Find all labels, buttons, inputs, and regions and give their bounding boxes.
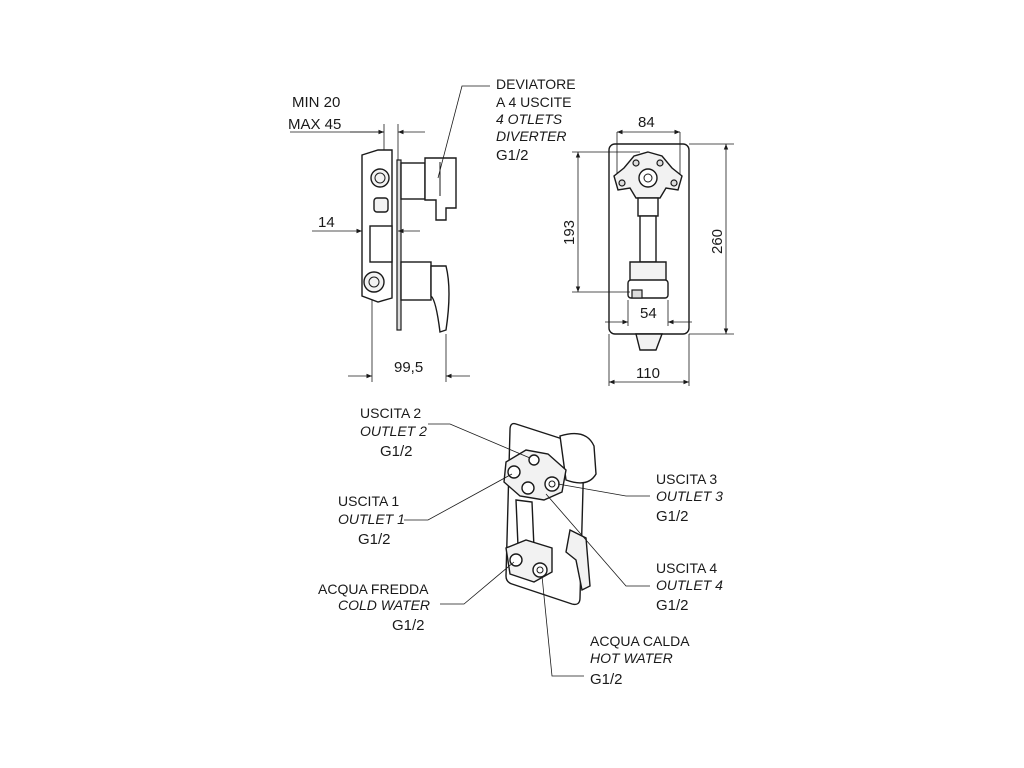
- width-110-label: 110: [636, 365, 660, 382]
- outlet4-thread: G1/2: [656, 597, 689, 614]
- cover-plate-side: [396, 159, 402, 331]
- isometric-view: [503, 422, 597, 606]
- hot-en: HOT WATER: [590, 650, 673, 666]
- outlet4-it: USCITA 4: [656, 560, 717, 576]
- outlet3-thread: G1/2: [656, 508, 689, 525]
- width-54-label: 54: [640, 305, 657, 322]
- outlet3-it: USCITA 3: [656, 471, 717, 487]
- height-193-label: 193: [561, 220, 578, 245]
- lower-port-side: [363, 271, 385, 293]
- outlet2-leader: [428, 423, 531, 459]
- cold-thread: G1/2: [392, 617, 425, 634]
- diverter-leader: [437, 85, 490, 179]
- mixer-sleeve: [400, 261, 432, 301]
- stem-pipe-front: [639, 215, 657, 263]
- outlet1-it: USCITA 1: [338, 493, 399, 509]
- front-view: 84 193 260 54: [561, 114, 734, 386]
- plate-dim-label: 14: [318, 214, 335, 231]
- outlet-dot-front-4: [670, 179, 678, 187]
- hot-water-inner: [536, 566, 544, 574]
- handle-front: [635, 333, 664, 351]
- diverter-center-front: [638, 168, 658, 188]
- outlet4-leader: [545, 493, 650, 587]
- lower-port-inner: [368, 276, 380, 288]
- diverter-thread: G1/2: [496, 147, 529, 164]
- cold-leader: [440, 561, 515, 605]
- side-view: MIN 20 MAX 45 14 99,5: [288, 94, 470, 382]
- outlet3-leader: [557, 483, 650, 497]
- outlet2-thread: G1/2: [380, 443, 413, 460]
- diverter-line4: DIVERTER: [496, 128, 567, 144]
- overall-depth-label: 99,5: [394, 359, 423, 376]
- outlet2-en: OUTLET 2: [360, 423, 427, 439]
- lever-handle-side: [430, 265, 450, 333]
- pipe-section-side: [369, 225, 393, 263]
- upper-port-side: [370, 168, 390, 188]
- outlet1-thread: G1/2: [358, 531, 391, 548]
- outlet-1-port: [507, 465, 521, 479]
- lever-handle-iso: [565, 528, 591, 592]
- mixer-port-front: [631, 289, 643, 299]
- stem-collar-front: [637, 197, 659, 217]
- upper-port-inner: [374, 172, 386, 184]
- depth-max-label: MAX 45: [288, 116, 341, 133]
- outlet2-it: USCITA 2: [360, 405, 421, 421]
- diverter-sleeve: [400, 162, 426, 200]
- diverter-knob-iso: [559, 432, 597, 484]
- cold-en: COLD WATER: [338, 597, 430, 613]
- diverter-center-inner: [643, 173, 653, 183]
- outlet1-en: OUTLET 1: [338, 511, 405, 527]
- outlet1-leader: [404, 473, 513, 521]
- outlet-3-port: [544, 476, 560, 492]
- height-260-label: 260: [709, 229, 726, 254]
- diverter-line1: DEVIATORE: [496, 76, 576, 92]
- top-width-label: 84: [638, 114, 655, 131]
- diverter-line3: 4 OTLETS: [496, 111, 563, 127]
- outlet-2-port: [528, 454, 540, 466]
- hot-leader: [541, 575, 584, 677]
- outlet-dot-front-3: [618, 179, 626, 187]
- hot-water-port: [532, 562, 548, 578]
- outlet-dot-front-1: [632, 159, 640, 167]
- outlet3-en: OUTLET 3: [656, 488, 723, 504]
- diverter-callout: DEVIATORE A 4 USCITE 4 OTLETS DIVERTER G…: [437, 76, 576, 179]
- outlet4-en: OUTLET 4: [656, 577, 723, 593]
- center-port-iso: [521, 481, 535, 495]
- cold-it: ACQUA FREDDA: [318, 581, 429, 597]
- outlet-dot-front-2: [656, 159, 664, 167]
- diverter-line2: A 4 USCITE: [496, 94, 571, 110]
- hot-it: ACQUA CALDA: [590, 633, 690, 649]
- mid-port-side: [373, 197, 389, 213]
- hot-thread: G1/2: [590, 671, 623, 688]
- outlet-3-inner: [548, 480, 556, 488]
- iso-callouts: USCITA 2 OUTLET 2 G1/2 USCITA 1 OUTLET 1…: [318, 405, 723, 688]
- depth-min-label: MIN 20: [292, 94, 340, 111]
